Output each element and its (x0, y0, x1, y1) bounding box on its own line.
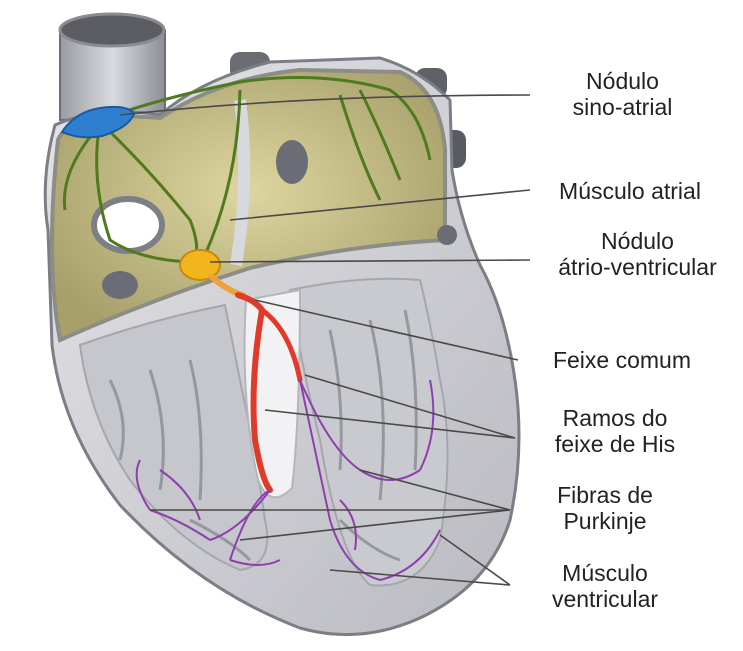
label-av-node-line2: átrio-ventricular (535, 254, 740, 280)
label-ventricular-muscle-line1: Músculo (515, 560, 695, 586)
label-sa-node: Nódulo sino-atrial (535, 68, 710, 120)
label-av-node: Nódulo átrio-ventricular (535, 228, 740, 280)
label-common-bundle: Feixe comum (522, 347, 722, 373)
label-purkinje-line2: Purkinje (515, 508, 695, 534)
label-atrial-muscle-text: Músculo atrial (530, 178, 730, 204)
label-purkinje: Fibras de Purkinje (515, 482, 695, 534)
ivc-opening (102, 271, 138, 299)
label-his-branches-line1: Ramos do (520, 405, 710, 431)
valve-opening (437, 225, 457, 245)
label-his-branches: Ramos do feixe de His (520, 405, 710, 457)
label-common-bundle-text: Feixe comum (522, 347, 722, 373)
label-av-node-line1: Nódulo (535, 228, 740, 254)
label-sa-node-line1: Nódulo (535, 68, 710, 94)
pulmonary-vein-opening (276, 140, 308, 184)
label-ventricular-muscle-line2: ventricular (515, 586, 695, 612)
label-ventricular-muscle: Músculo ventricular (515, 560, 695, 612)
label-his-branches-line2: feixe de His (520, 431, 710, 457)
label-purkinje-line1: Fibras de (515, 482, 695, 508)
label-atrial-muscle: Músculo atrial (530, 178, 730, 204)
label-sa-node-line2: sino-atrial (535, 94, 710, 120)
